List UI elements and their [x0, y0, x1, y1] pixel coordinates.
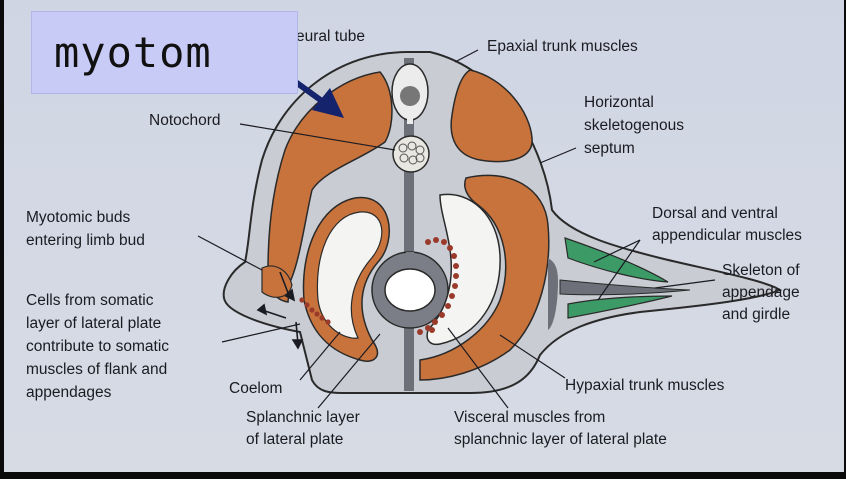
label-myotomic-buds-2: entering limb bud [26, 232, 145, 249]
neural-tube-stem [407, 106, 413, 124]
label-skeleton-3: and girdle [722, 306, 790, 323]
label-neural-tube: eural tube [296, 28, 365, 45]
label-cells-2: layer of lateral plate [26, 315, 161, 332]
label-hypaxial: Hypaxial trunk muscles [565, 377, 725, 394]
label-coelom: Coelom [229, 380, 282, 397]
label-skeleton-1: Skeleton of [722, 262, 800, 279]
label-splanchnic-1: Splanchnic layer [246, 409, 360, 426]
label-cells-3: contribute to somatic [26, 338, 169, 355]
label-horizontal-2: skeletogenous [584, 117, 684, 134]
label-skeleton-2: appendage [722, 284, 800, 301]
label-splanchnic-2: of lateral plate [246, 431, 343, 448]
label-visceral-2: splanchnic layer of lateral plate [454, 431, 667, 448]
label-visceral-1: Visceral muscles from [454, 409, 605, 426]
label-cells-5: appendages [26, 384, 112, 401]
label-horizontal-3: septum [584, 140, 635, 157]
myotom-callout-box: myotom [31, 11, 298, 94]
label-cells-4: muscles of flank and [26, 361, 167, 378]
right-epaxial-muscle [451, 70, 532, 162]
label-cells-1: Cells from somatic [26, 292, 154, 309]
label-myotomic-buds-1: Myotomic buds [26, 209, 130, 226]
label-notochord: Notochord [149, 112, 221, 129]
notochord [393, 136, 429, 172]
neural-canal [400, 86, 420, 106]
label-horizontal-1: Horizontal [584, 94, 654, 111]
label-epaxial-trunk-muscles: Epaxial trunk muscles [487, 38, 638, 55]
callout-label: myotom [54, 28, 212, 77]
label-dorsal-ventral-2: appendicular muscles [652, 227, 802, 244]
gut-lumen [385, 269, 435, 311]
mesentery [406, 252, 414, 262]
label-dorsal-ventral-1: Dorsal and ventral [652, 205, 778, 222]
